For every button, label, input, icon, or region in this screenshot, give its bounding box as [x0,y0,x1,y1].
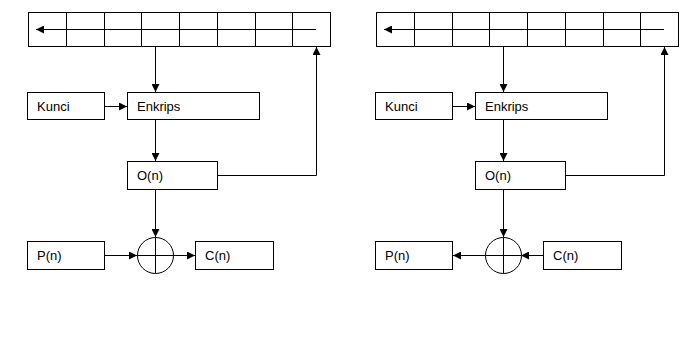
plaintext-box: P(n) [375,241,453,270]
flow-arrow [155,120,156,161]
box-label: Enkrips [485,99,528,114]
box-label: O(n) [485,168,511,183]
cipher-box: Enkrips [475,92,608,120]
box-label: C(n) [205,248,230,263]
box-label: Kunci [37,99,70,114]
key-box: Kunci [375,92,453,120]
box-label: C(n) [553,248,578,263]
flow-arrow [503,120,504,161]
shift-register [29,13,331,47]
box-label: O(n) [137,168,163,183]
box-label: P(n) [37,248,62,263]
wires [105,47,665,256]
xor-symbol [486,238,522,274]
ciphertext-box: C(n) [543,241,622,270]
cipher-box: Enkrips [127,92,260,120]
box-label: P(n) [385,248,410,263]
key-box: Kunci [27,92,105,120]
flow-arrow [453,106,475,107]
ciphertext-box: C(n) [195,241,274,270]
shift-register [377,13,679,47]
plaintext-box: P(n) [27,241,105,270]
box-label: Enkrips [137,99,180,114]
box-label: Kunci [385,99,418,114]
output-box: O(n) [127,161,218,190]
flow-arrow [105,106,127,107]
xor-symbol [138,238,174,274]
output-box: O(n) [475,161,566,190]
